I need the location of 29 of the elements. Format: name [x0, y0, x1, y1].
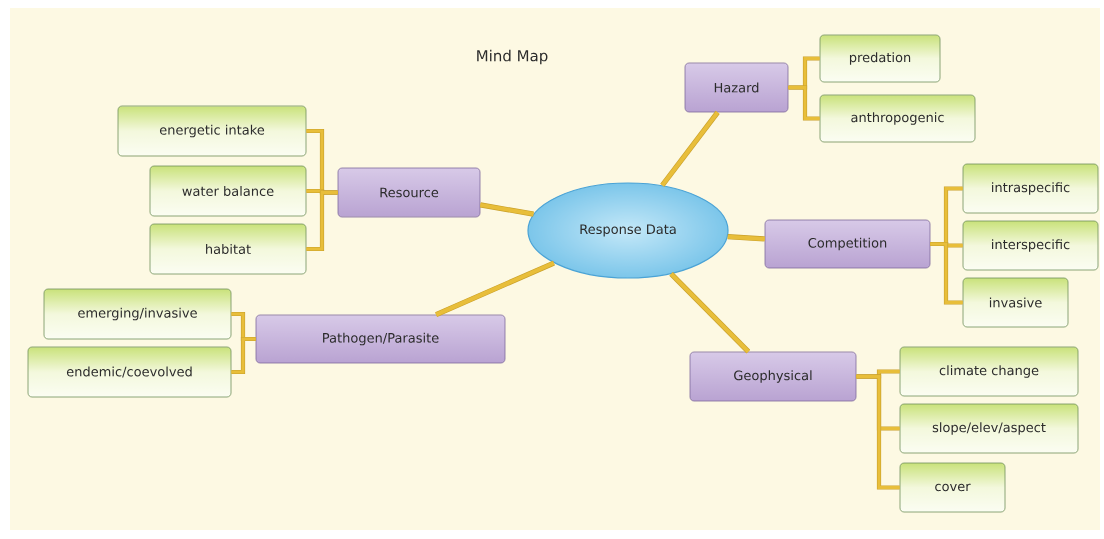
subtopic-box: water balance — [149, 165, 307, 217]
bracket-connector — [306, 190, 338, 252]
subtopic-box: invasive — [962, 277, 1069, 328]
subtopic-box: endemic/coevolved — [27, 346, 232, 398]
subtopic-box: slope/elev/aspect — [899, 403, 1079, 454]
topic-box: Resource — [337, 167, 481, 218]
bracket-connector — [231, 336, 256, 375]
connector-line — [660, 110, 720, 187]
bracket-connector — [930, 241, 963, 305]
bracket-connector — [788, 85, 820, 121]
bracket-connector — [856, 374, 900, 490]
subtopic-box: climate change — [899, 346, 1079, 397]
topic-box: Hazard — [684, 62, 789, 113]
subtopic-box: anthropogenic — [819, 94, 976, 143]
connector-line — [479, 202, 534, 217]
subtopic-box: emerging/invasive — [43, 288, 232, 340]
topic-box: Geophysical — [689, 351, 857, 402]
subtopic-box: intraspecific — [962, 163, 1099, 214]
subtopic-box: habitat — [149, 223, 307, 275]
subtopic-box: predation — [819, 34, 941, 83]
subtopic-box: cover — [899, 462, 1006, 513]
connector-line — [669, 272, 751, 354]
title: Mind Map — [477, 49, 548, 65]
connector-line — [727, 234, 765, 242]
subtopic-box: interspecific — [962, 220, 1099, 271]
topic-box: Competition — [764, 219, 931, 269]
subtopic-box: energetic intake — [117, 105, 307, 157]
connector-line — [435, 260, 555, 317]
topic-box: Pathogen/Parasite — [255, 314, 506, 364]
